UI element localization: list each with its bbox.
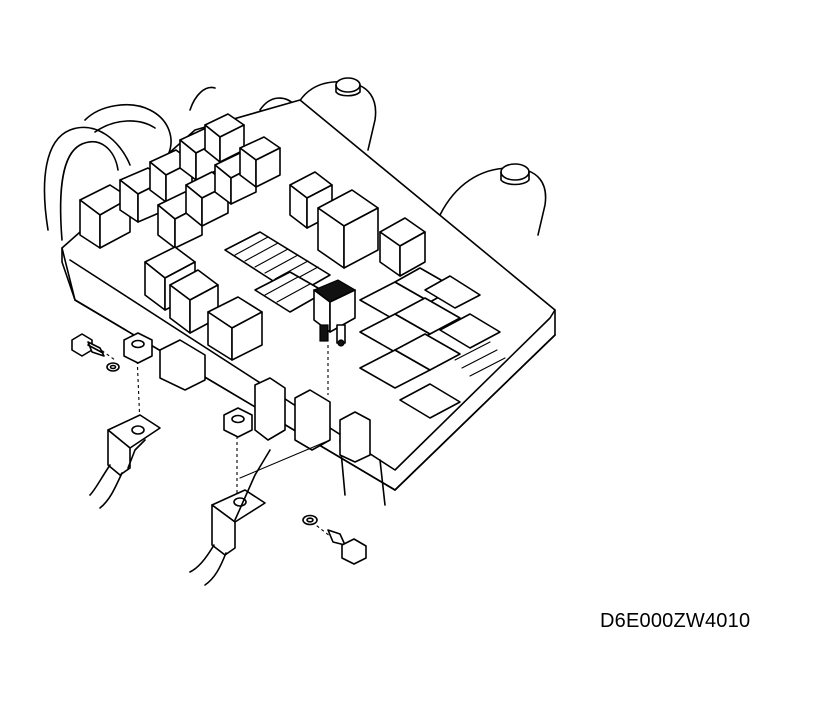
mounting-post-left xyxy=(291,77,377,151)
fuse-grid-right xyxy=(359,267,506,419)
wiring-harness xyxy=(43,86,296,241)
mounting-post-right xyxy=(439,163,547,236)
bolt-icon xyxy=(71,333,105,357)
relay-icon xyxy=(214,152,257,205)
washer-icon xyxy=(302,514,318,526)
relay-icon xyxy=(207,296,263,361)
leader-line xyxy=(239,439,331,479)
relay-group-left xyxy=(79,113,426,361)
fuse-icon xyxy=(312,279,357,347)
nut-icon xyxy=(223,407,253,438)
bracket-icon xyxy=(89,414,161,509)
figure-code: D6E000ZW4010 xyxy=(600,610,751,632)
relay-icon xyxy=(239,136,281,188)
relay-icon xyxy=(317,189,379,269)
front-posts xyxy=(159,339,371,463)
bracket-icon xyxy=(189,449,271,586)
bolt-icon xyxy=(327,529,367,565)
relay-icon xyxy=(379,217,426,277)
nut-icon xyxy=(123,332,153,364)
washer-icon xyxy=(106,362,120,372)
